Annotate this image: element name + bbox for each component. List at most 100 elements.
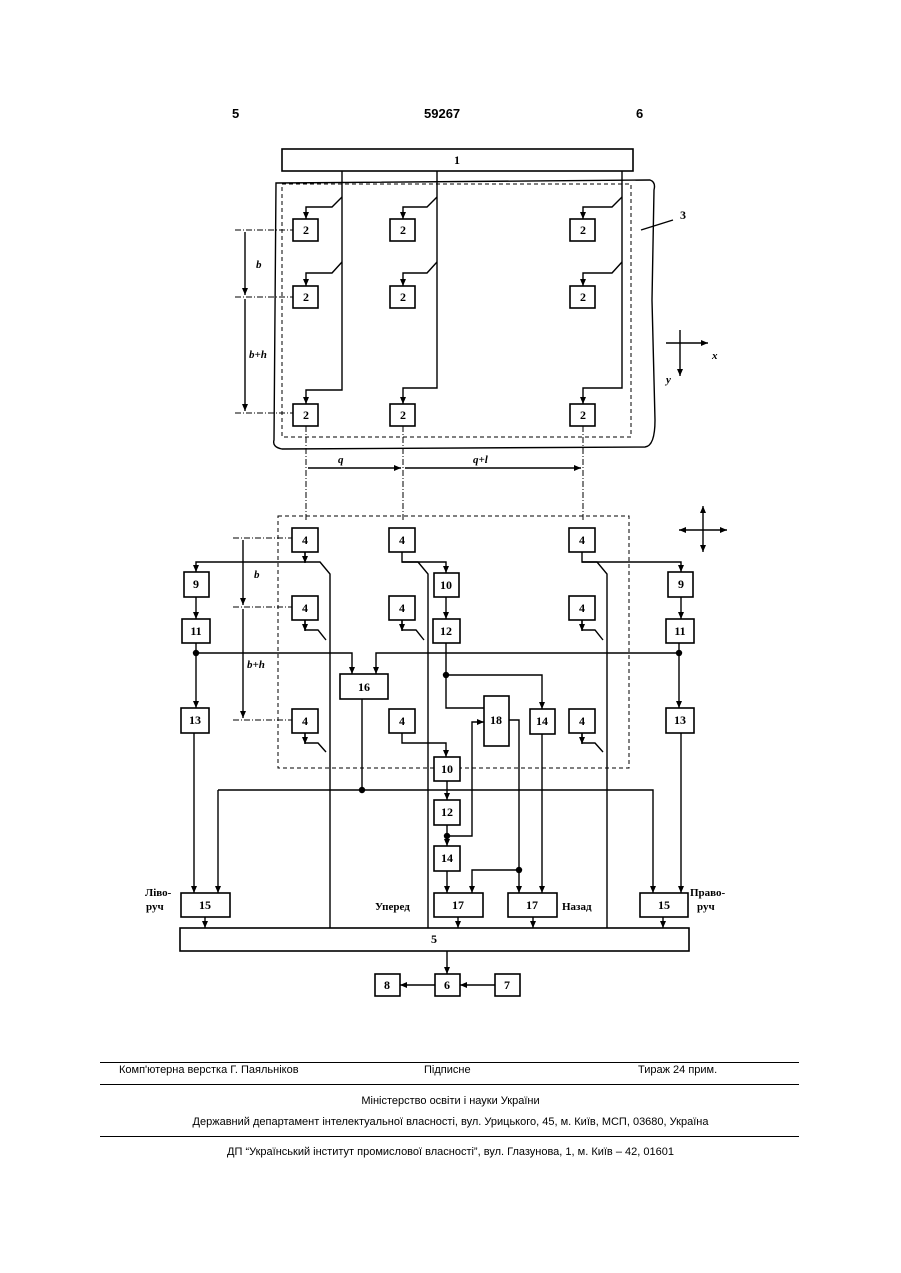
block-6: 6 — [435, 974, 460, 996]
svg-text:y: y — [664, 374, 671, 386]
svg-text:15: 15 — [199, 898, 211, 912]
block-14-lower: 14 — [434, 846, 460, 871]
block-2-r2c1: 2 — [293, 286, 318, 308]
label-back: Назад — [562, 901, 592, 913]
svg-text:2: 2 — [400, 223, 406, 237]
footer-ministry: Міністерство освіти і науки України — [0, 1095, 901, 1107]
block-4-r2c1: 4 — [292, 596, 318, 620]
block-16: 16 — [340, 674, 388, 699]
svg-text:13: 13 — [189, 713, 201, 727]
label-forward: Уперед — [375, 901, 410, 913]
footer-layout: Комп'ютерна верстка Г. Паяльніков — [119, 1064, 299, 1076]
svg-text:16: 16 — [358, 680, 370, 694]
block-18: 18 — [484, 696, 509, 746]
label-right-2: руч — [697, 901, 715, 913]
block-9-right: 9 — [668, 572, 693, 597]
svg-text:q+l: q+l — [473, 454, 489, 466]
svg-text:2: 2 — [580, 223, 586, 237]
block-13-left: 13 — [181, 708, 209, 733]
svg-text:2: 2 — [580, 290, 586, 304]
leader-3 — [641, 220, 673, 230]
svg-text:4: 4 — [579, 714, 585, 728]
svg-text:b: b — [254, 569, 260, 581]
block-2-r1c3: 2 — [570, 219, 595, 241]
svg-text:2: 2 — [400, 290, 406, 304]
footer-rule-mid — [100, 1084, 799, 1085]
svg-text:4: 4 — [302, 714, 308, 728]
block-5: 5 — [180, 928, 689, 951]
svg-text:4: 4 — [399, 601, 405, 615]
svg-text:q: q — [338, 454, 344, 466]
block-8: 8 — [375, 974, 400, 996]
svg-text:15: 15 — [658, 898, 670, 912]
block-2-r1c2: 2 — [390, 219, 415, 241]
svg-text:4: 4 — [302, 601, 308, 615]
footer-institute: ДП “Український інститут промислової вла… — [0, 1146, 901, 1158]
field-boundary — [274, 180, 655, 449]
svg-text:13: 13 — [674, 713, 686, 727]
block-4-r3c1: 4 — [292, 709, 318, 733]
svg-text:17: 17 — [526, 898, 538, 912]
block-4-r3c2: 4 — [389, 709, 415, 733]
block-9-left: 9 — [184, 572, 209, 597]
block-17-forward: 17 — [434, 893, 483, 917]
lower-dimension-b: b b+h — [233, 538, 292, 720]
footer-rule-bottom — [100, 1136, 799, 1137]
svg-text:7: 7 — [504, 978, 510, 992]
block-12-upper: 12 — [433, 619, 460, 643]
block-2-r2c2: 2 — [390, 286, 415, 308]
block-13-right: 13 — [666, 708, 694, 733]
label-3: 3 — [680, 208, 686, 222]
block-17-back: 17 — [508, 893, 557, 917]
block-2-r3c1: 2 — [293, 404, 318, 426]
svg-text:8: 8 — [384, 978, 390, 992]
block-11-right: 11 — [666, 619, 694, 643]
block-12-lower: 12 — [434, 800, 460, 825]
svg-text:4: 4 — [399, 714, 405, 728]
svg-text:10: 10 — [441, 762, 453, 776]
label-right-1: Право- — [690, 887, 726, 899]
block-4-r2c3: 4 — [569, 596, 595, 620]
svg-text:4: 4 — [579, 601, 585, 615]
label-left-2: руч — [146, 901, 164, 913]
block-10-lower: 10 — [434, 757, 460, 781]
svg-text:2: 2 — [303, 223, 309, 237]
svg-text:2: 2 — [303, 408, 309, 422]
svg-text:1: 1 — [454, 153, 460, 167]
svg-text:6: 6 — [444, 978, 450, 992]
svg-text:14: 14 — [536, 714, 548, 728]
svg-text:4: 4 — [579, 533, 585, 547]
svg-text:b+h: b+h — [247, 659, 265, 671]
svg-text:x: x — [711, 350, 718, 362]
svg-text:4: 4 — [302, 533, 308, 547]
block-1: 1 — [282, 149, 633, 171]
block-15-left: 15 — [181, 893, 230, 917]
svg-text:11: 11 — [190, 624, 201, 638]
block-2-r3c2: 2 — [390, 404, 415, 426]
horizontal-dimension-q: q q+l — [306, 426, 583, 520]
footer-rule-top — [100, 1062, 799, 1063]
block-4-r3c3: 4 — [569, 709, 595, 733]
svg-text:b: b — [256, 259, 262, 271]
svg-text:10: 10 — [440, 578, 452, 592]
svg-text:9: 9 — [193, 577, 199, 591]
block-7: 7 — [495, 974, 520, 996]
footer-signed: Підписне — [424, 1064, 471, 1076]
block-4-r1c2: 4 — [389, 528, 415, 552]
svg-text:9: 9 — [678, 577, 684, 591]
label-left-1: Ліво- — [145, 887, 172, 899]
svg-text:2: 2 — [580, 408, 586, 422]
svg-text:b+h: b+h — [249, 349, 267, 361]
svg-text:17: 17 — [452, 898, 464, 912]
svg-text:5: 5 — [431, 932, 437, 946]
svg-text:12: 12 — [441, 805, 453, 819]
block-2-r3c3: 2 — [570, 404, 595, 426]
block-11-left: 11 — [182, 619, 210, 643]
svg-text:12: 12 — [440, 624, 452, 638]
block-2-r1c1: 2 — [293, 219, 318, 241]
svg-text:14: 14 — [441, 851, 453, 865]
move-arrows-icon — [679, 506, 727, 552]
axes-icon: x y — [664, 330, 718, 386]
block-4-r1c3: 4 — [569, 528, 595, 552]
